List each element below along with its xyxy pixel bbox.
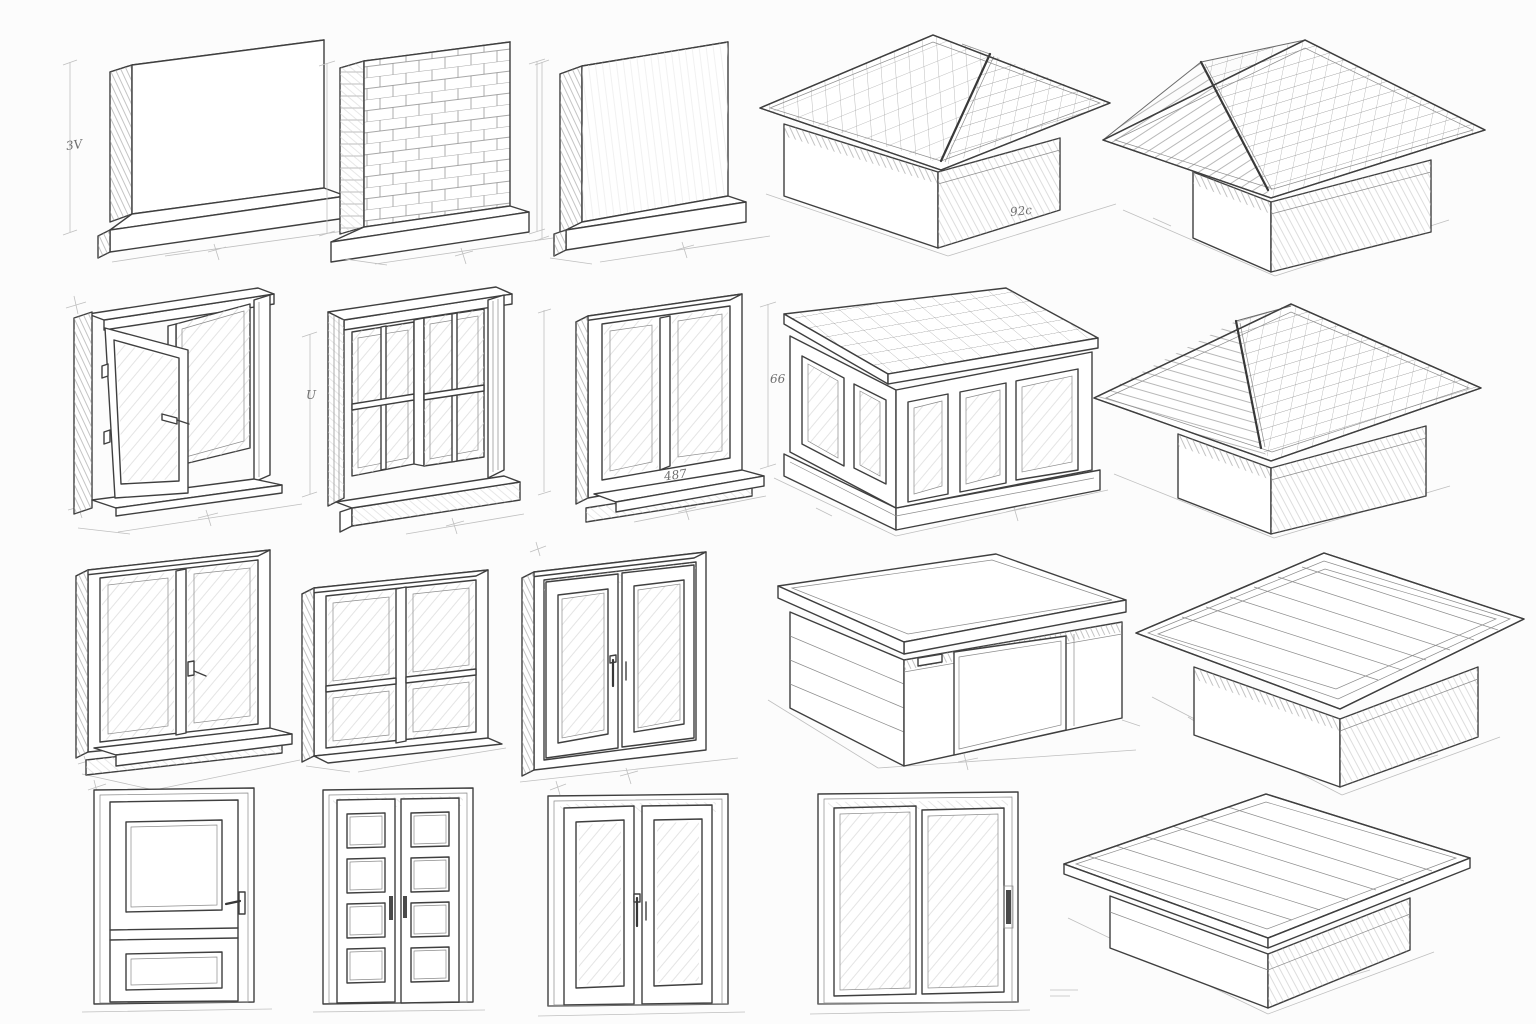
window-handle-icon — [187, 660, 195, 677]
sketch-window-double-casement — [537, 280, 767, 528]
sketch-door-double-glazed — [537, 780, 746, 1024]
door-double-panel-drawing — [312, 787, 486, 1013]
window-double-casement-drawing — [537, 293, 767, 523]
door-handle-icon — [238, 891, 246, 915]
roller-door — [953, 635, 1067, 756]
annotation-sunroom-height: 66 — [770, 372, 786, 386]
roof-flat-planked-drawing — [1050, 793, 1471, 1015]
sketch-window-double-hung — [296, 276, 525, 544]
roof-hip-shallow-drawing — [1093, 303, 1482, 539]
roof-hip-steep-drawing — [1102, 39, 1486, 277]
door-handle-icon — [403, 896, 407, 918]
sketch-door-sliding — [809, 784, 1031, 1020]
sunroom-drawing — [759, 287, 1109, 537]
roof-flat-curb-drawing — [1135, 552, 1525, 796]
sketch-wall-brick — [315, 18, 555, 268]
sketch-roof-hip-shallow — [1086, 276, 1496, 539]
sketch-sunroom-shed-roof — [756, 276, 1109, 538]
sketch-wall-plain — [50, 18, 381, 266]
annotation-wall-height: 3V — [65, 136, 84, 154]
window-four-pane-drawing — [301, 569, 507, 773]
sketch-wall-stucco — [530, 20, 771, 268]
wall-brick-drawing — [318, 41, 554, 266]
sketch-window-twin-handle — [70, 538, 301, 791]
hinge-icon — [103, 429, 111, 445]
sketch-roof-flat-planked — [1050, 786, 1482, 1018]
wall-stucco-drawing — [534, 41, 771, 265]
window-handle-icon — [161, 413, 178, 425]
plaque-icon — [917, 653, 943, 667]
door-double-glazed-drawing — [537, 780, 746, 1017]
door-handle-icon — [389, 896, 393, 920]
sketch-door-french-glazed — [519, 541, 742, 794]
roof-hip-low-drawing — [759, 34, 1117, 257]
door-sliding-drawing — [809, 791, 1031, 1015]
annotation-roof-width: 92c — [1009, 202, 1033, 220]
wall-plain-drawing — [62, 39, 381, 263]
door-handle-icon — [1006, 890, 1011, 924]
door-french-drawing — [519, 541, 739, 785]
sketch-roof-hip-steep — [1093, 10, 1503, 280]
sketch-window-casement-open — [58, 278, 306, 538]
window-double-hung-drawing — [301, 286, 525, 535]
door-single-panel-drawing — [81, 779, 273, 1013]
annotation-window-height: U — [306, 388, 317, 402]
sketch-door-single-panel — [81, 779, 273, 1022]
sketch-garage-flat-roof — [758, 548, 1146, 788]
window-twin-handle-drawing — [75, 549, 301, 791]
sketch-door-double-panel — [312, 780, 486, 1022]
sketch-roof-flat-curb — [1128, 545, 1536, 796]
sketch-window-four-pane — [298, 560, 510, 778]
hinge-icon — [101, 363, 109, 379]
garage-drawing — [767, 553, 1141, 771]
window-casement-open-drawing — [65, 287, 303, 535]
sketch-roof-hip-low — [748, 8, 1120, 260]
